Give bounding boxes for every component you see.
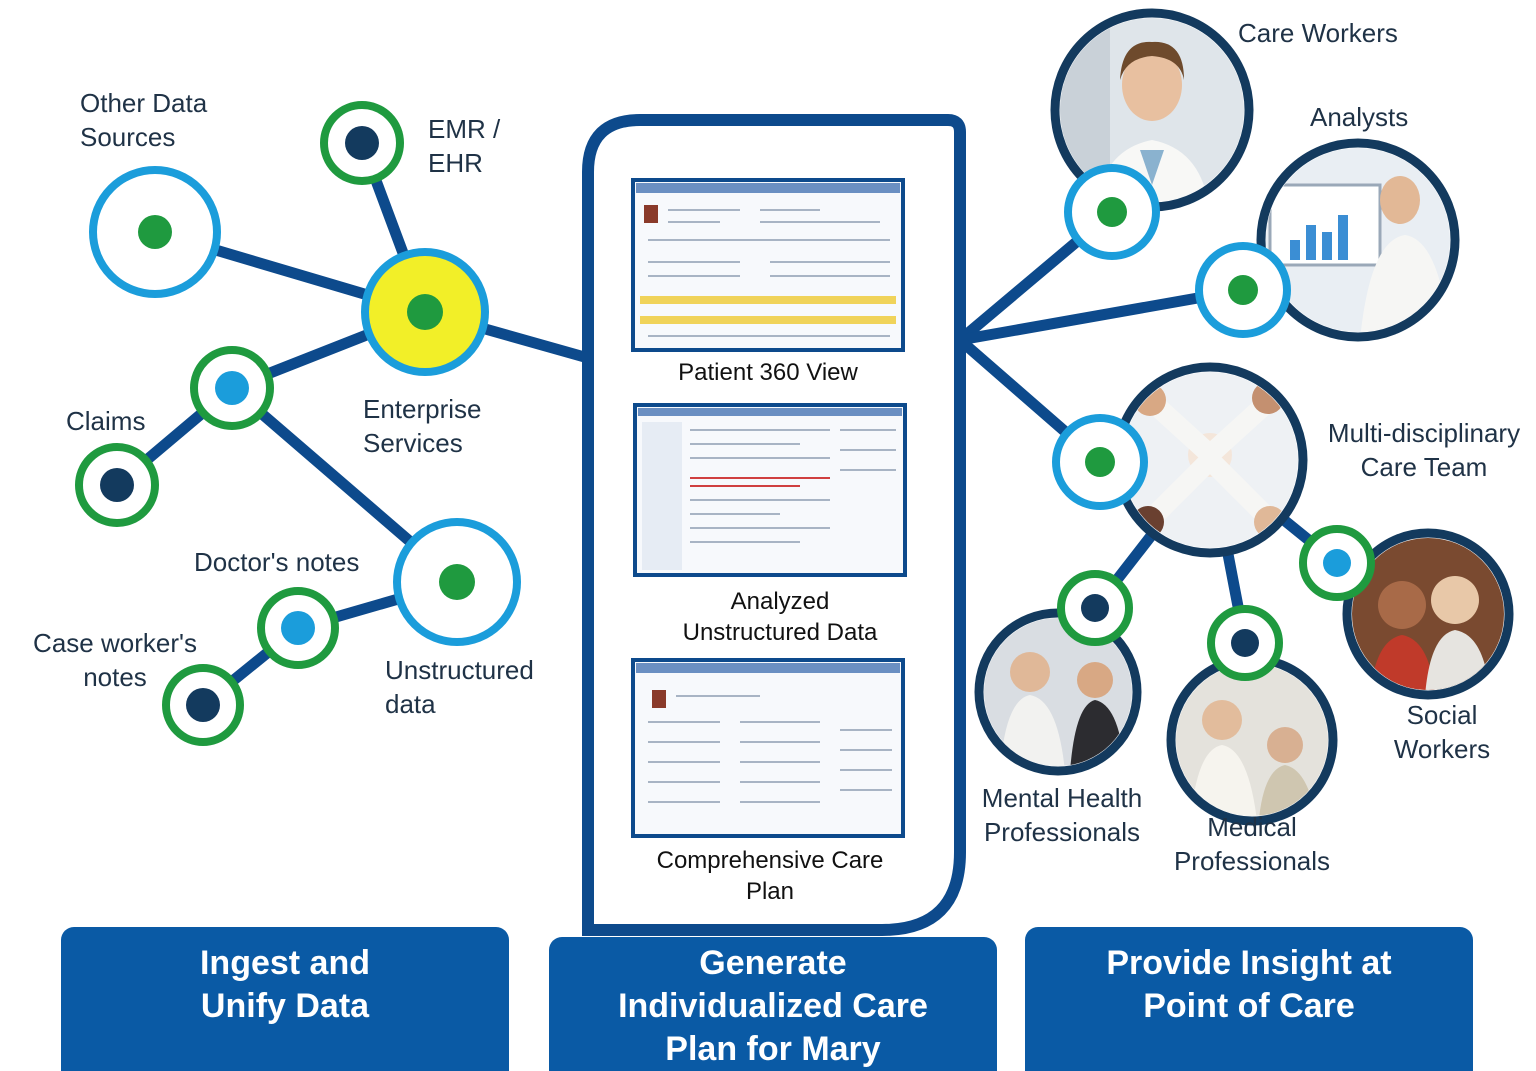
label-care-workers: Care Workers <box>1238 18 1398 48</box>
label-line: Medical <box>1207 812 1297 842</box>
label-line: Analyzed <box>730 588 830 615</box>
label-case-worker-notes: Case worker's notes <box>24 626 206 694</box>
label-emr-ehr: EMR / EHR <box>428 112 500 180</box>
label-line: Unstructured Data <box>682 619 878 646</box>
node-mental-health[interactable] <box>1057 570 1133 646</box>
banner-line: Individualized Care <box>618 987 928 1025</box>
label-line: Services <box>363 428 463 458</box>
label-line: EMR / <box>428 114 501 144</box>
label-unstructured-data: Unstructured data <box>385 653 534 721</box>
label-line: data <box>385 689 436 719</box>
stage-generate-banner[interactable]: Generate Individualized Care Plan for Ma… <box>552 940 994 1070</box>
label-analyzed-data: Analyzed Unstructured Data <box>600 586 960 648</box>
label-line: Mental Health <box>981 783 1143 813</box>
node-claims[interactable] <box>75 443 159 527</box>
node-care-team[interactable] <box>1052 414 1148 510</box>
label-line: Enterprise <box>363 394 482 424</box>
stage-ingest-banner[interactable]: Ingest and Unify Data <box>64 930 506 1070</box>
banner-line: Generate <box>699 944 847 982</box>
label-line: notes <box>83 662 147 692</box>
person-photo-icon[interactable] <box>1110 360 1310 560</box>
label-mental-health: Mental Health Professionals <box>970 781 1154 849</box>
label-line: Professionals <box>1173 846 1331 876</box>
node-doctors-notes[interactable] <box>257 587 339 669</box>
node-analysts[interactable] <box>1195 242 1291 338</box>
screenshot-thumbnail-icon[interactable] <box>631 658 905 838</box>
node-unstructured-data[interactable] <box>393 518 521 646</box>
label-line: Unstructured <box>385 655 534 685</box>
label-line: Sources <box>80 122 176 152</box>
screenshot-thumbnail-icon[interactable] <box>631 178 905 352</box>
label-line: Plan <box>745 878 795 905</box>
banner-line: Unify Data <box>200 987 370 1025</box>
banner-line: Plan for Mary <box>665 1030 881 1068</box>
label-line: Professionals <box>983 817 1141 847</box>
stage-provide-banner[interactable]: Provide Insight at Point of Care <box>1028 930 1470 1070</box>
node-other-data-sources[interactable] <box>89 166 221 298</box>
banner-line: Provide Insight at <box>1106 944 1392 982</box>
label-care-plan: Comprehensive Care Plan <box>600 845 940 907</box>
label-social-workers: Social Workers <box>1376 698 1508 766</box>
person-photo-icon[interactable] <box>1342 528 1514 700</box>
label-line: EHR <box>428 148 483 178</box>
label-patient-360: Patient 360 View <box>678 359 858 386</box>
node-medical[interactable] <box>1207 605 1283 681</box>
label-line: Other Data <box>80 88 208 118</box>
screenshot-thumbnail-icon[interactable] <box>633 403 907 577</box>
label-line: Social <box>1406 700 1478 730</box>
node-enterprise-services[interactable] <box>361 248 489 376</box>
node-hub-light[interactable] <box>190 346 274 430</box>
label-analysts: Analysts <box>1310 102 1409 132</box>
node-social-workers[interactable] <box>1299 525 1375 601</box>
label-line: Workers <box>1393 734 1491 764</box>
label-medical: Medical Professionals <box>1160 810 1344 878</box>
label-care-team: Multi-disciplinary Care Team <box>1318 416 1530 484</box>
label-other-data-sources: Other Data Sources <box>80 86 207 154</box>
node-case-worker-notes[interactable] <box>162 664 244 746</box>
node-care-workers[interactable] <box>1064 164 1160 260</box>
label-line: Multi-disciplinary <box>1327 418 1521 448</box>
node-emr-ehr[interactable] <box>320 101 404 185</box>
banner-line: Point of Care <box>1143 987 1355 1025</box>
label-line: Care Team <box>1360 452 1488 482</box>
person-photo-icon[interactable] <box>1166 654 1340 830</box>
person-photo-icon[interactable] <box>1256 138 1460 342</box>
banner-line: Ingest and <box>199 944 371 982</box>
label-doctors-notes: Doctor's notes <box>194 547 360 577</box>
label-claims: Claims <box>66 406 146 436</box>
label-line: Case worker's <box>33 628 197 658</box>
label-enterprise-services: Enterprise Services <box>363 392 482 460</box>
label-line: Comprehensive Care <box>656 847 884 874</box>
